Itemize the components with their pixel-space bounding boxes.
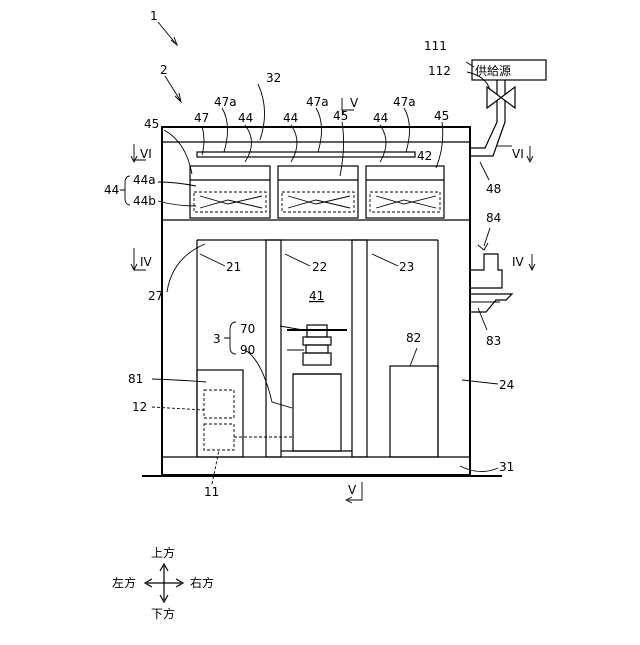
ref-44-1: 44	[238, 111, 253, 125]
ref-21: 21	[226, 260, 241, 274]
tray-83	[470, 294, 512, 312]
ref-44-2: 44	[283, 111, 298, 125]
section-v-bottom: V	[348, 483, 357, 497]
section-vi-left: VI	[140, 147, 152, 161]
ref-84: 84	[486, 211, 501, 225]
ref-11: 11	[204, 485, 219, 499]
supply-source-label: 供給源	[475, 64, 511, 78]
ref-44a: 44a	[133, 173, 156, 187]
ref-41: 41	[309, 289, 324, 303]
ref-83: 83	[486, 334, 501, 348]
ref-27: 27	[148, 289, 163, 303]
section-iv-left: IV	[140, 255, 153, 269]
ref-44-3: 44	[373, 111, 388, 125]
direction-compass	[145, 564, 183, 602]
section-v-top: V	[350, 96, 359, 110]
ref-47a-1: 47a	[214, 95, 237, 109]
ref-47: 47	[194, 111, 209, 125]
bracket-44	[120, 176, 130, 205]
ref-47a-2: 47a	[306, 95, 329, 109]
direction-right: 右方	[190, 575, 214, 590]
filter-element-2	[282, 192, 354, 212]
ref-111: 111	[424, 39, 447, 53]
ref-42: 42	[417, 149, 432, 163]
ref-44-group: 44	[104, 183, 119, 197]
body-90	[293, 374, 341, 451]
ref-45-right: 45	[434, 109, 449, 123]
unit-11	[204, 424, 234, 450]
filter-section	[190, 152, 444, 218]
ref-31: 31	[499, 460, 514, 474]
ref-32: 32	[266, 71, 281, 85]
section-marks	[131, 98, 535, 503]
head-70-bottom	[303, 353, 331, 365]
filter-element-3	[370, 192, 440, 212]
bracket-3	[224, 322, 236, 354]
ref-45-mid: 45	[333, 109, 348, 123]
ref-22: 22	[312, 260, 327, 274]
ref-48: 48	[486, 182, 501, 196]
ref-24: 24	[499, 378, 514, 392]
section-iv-right: IV	[512, 255, 525, 269]
ref-112: 112	[428, 64, 451, 78]
part-84	[470, 254, 502, 288]
ref-23: 23	[399, 260, 414, 274]
side-attachments	[470, 254, 512, 312]
ref-70: 70	[240, 322, 255, 336]
ref-82: 82	[406, 331, 421, 345]
ref-47a-3: 47a	[393, 95, 416, 109]
direction-up: 上方	[151, 545, 175, 560]
unit-12	[204, 390, 234, 418]
ref-1: 1	[150, 9, 158, 23]
partition-22	[266, 240, 281, 457]
direction-down: 下方	[151, 606, 175, 621]
filter-element-1	[194, 192, 266, 212]
ref-44b: 44b	[133, 194, 156, 208]
ref-45-left: 45	[144, 117, 159, 131]
partition-23	[352, 240, 367, 457]
ref-12: 12	[132, 400, 147, 414]
ref-81: 81	[128, 372, 143, 386]
direction-left: 左方	[112, 575, 136, 590]
controller-81	[197, 370, 243, 457]
ref-90: 90	[240, 343, 255, 357]
labels: 1 2 32 47a 47a 47a 47 44 44 44 45 45 45 …	[104, 9, 525, 621]
section-vi-right: VI	[512, 147, 524, 161]
valve-112	[487, 87, 515, 108]
cabinet-82	[390, 366, 438, 457]
ref-2: 2	[160, 63, 168, 77]
ref-3: 3	[213, 332, 221, 346]
supply-pipe-47	[197, 152, 415, 157]
